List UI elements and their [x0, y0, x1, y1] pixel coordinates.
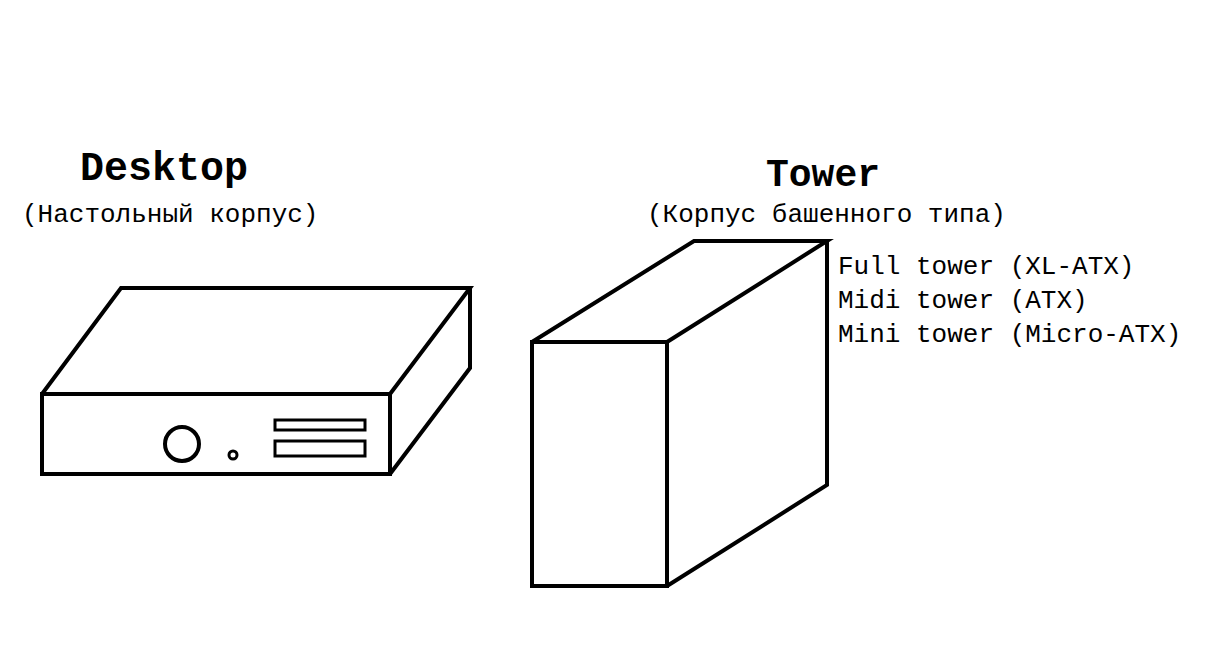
case-subheading: (Настольный корпус) [22, 200, 318, 231]
case-heading: Tower [766, 153, 880, 199]
tower-case [532, 241, 827, 586]
form-factor-label: Full tower (XL-ATX) [838, 252, 1134, 283]
case-heading: Desktop [80, 146, 248, 194]
form-factor-label: Midi tower (ATX) [838, 286, 1088, 317]
desktop-case [42, 288, 470, 474]
form-factor-label: Mini tower (Micro-ATX) [838, 320, 1181, 351]
case-subheading: (Корпус башенного типа) [647, 200, 1006, 231]
